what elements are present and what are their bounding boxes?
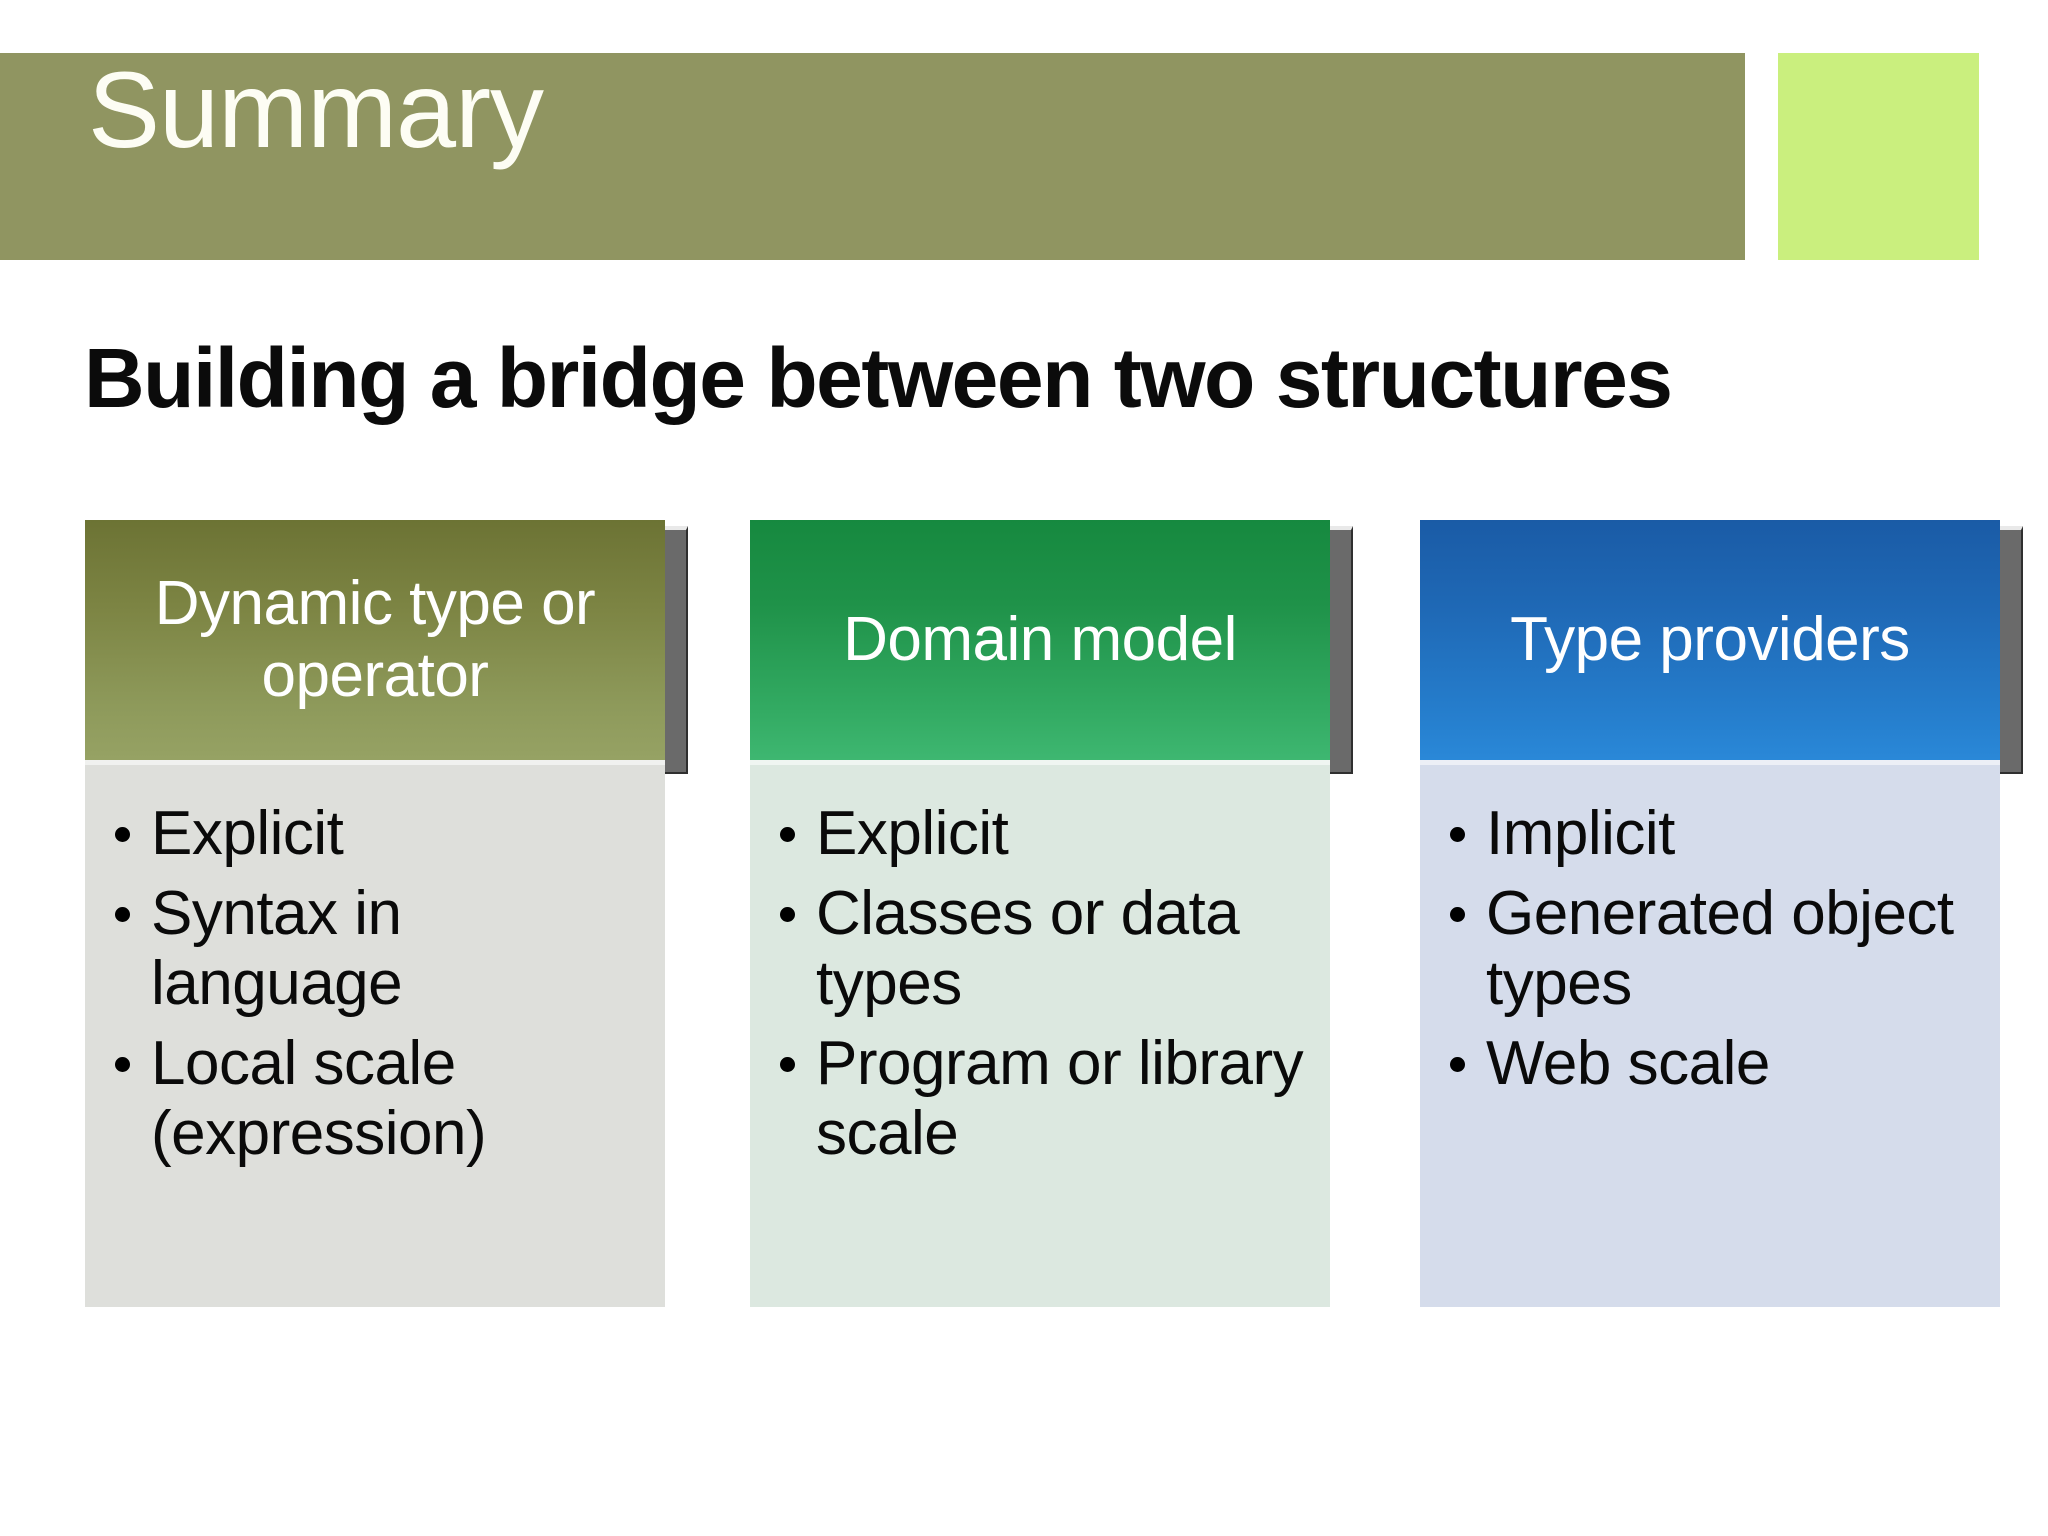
list-item-label: Program or library scale: [816, 1029, 1304, 1168]
page-title: Summary: [88, 49, 544, 170]
bullet-dot-icon: [115, 1057, 130, 1072]
bullet-dot-icon: [1450, 827, 1465, 842]
card-header: Dynamic type or operator: [85, 520, 665, 760]
card-header-label: Dynamic type or operator: [154, 569, 596, 710]
list-item-label: Local scale (expression): [151, 1029, 487, 1168]
card-shadow-bar: [1327, 526, 1353, 774]
bullet-dot-icon: [780, 827, 795, 842]
card-dynamic-type-or-operator: Dynamic type or operator Explicit Syntax…: [85, 520, 688, 1307]
bullet-dot-icon: [115, 827, 130, 842]
bullet-dot-icon: [115, 907, 130, 922]
bullet-dot-icon: [1450, 907, 1465, 922]
card-body: Explicit Syntax in language Local scale …: [85, 760, 665, 1307]
list-item: Generated object types: [1434, 879, 1986, 1019]
list-item-label: Implicit: [1486, 799, 1675, 868]
list-item-label: Explicit: [151, 799, 344, 868]
accent-square-decoration: [1778, 53, 1979, 260]
card-body: Implicit Generated object types Web scal…: [1420, 760, 2000, 1307]
list-item-label: Explicit: [816, 799, 1009, 868]
card-type-providers: Type providers Implicit Generated object…: [1420, 520, 2023, 1307]
list-item-label: Syntax in language: [151, 879, 403, 1018]
bullet-dot-icon: [1450, 1057, 1465, 1072]
list-item: Web scale: [1434, 1029, 1986, 1099]
bullet-dot-icon: [780, 1057, 795, 1072]
card-bullet-list: Implicit Generated object types Web scal…: [1434, 799, 1986, 1099]
list-item-label: Generated object types: [1486, 879, 1954, 1018]
card-bullet-list: Explicit Syntax in language Local scale …: [99, 799, 651, 1169]
card-shadow-bar: [662, 526, 688, 774]
list-item: Classes or data types: [764, 879, 1316, 1019]
list-item: Explicit: [764, 799, 1316, 869]
card-shadow-bar: [1997, 526, 2023, 774]
list-item: Local scale (expression): [99, 1029, 651, 1169]
title-band: [0, 53, 1745, 260]
list-item: Explicit: [99, 799, 651, 869]
card-header-label: Domain model: [843, 605, 1237, 674]
slide-subtitle: Building a bridge between two structures: [84, 331, 1673, 425]
card-header: Type providers: [1420, 520, 2000, 760]
list-item-label: Web scale: [1486, 1029, 1770, 1098]
list-item: Implicit: [1434, 799, 1986, 869]
card-domain-model: Domain model Explicit Classes or data ty…: [750, 520, 1353, 1307]
list-item-label: Classes or data types: [816, 879, 1240, 1018]
bullet-dot-icon: [780, 907, 795, 922]
list-item: Program or library scale: [764, 1029, 1316, 1169]
card-bullet-list: Explicit Classes or data types Program o…: [764, 799, 1316, 1169]
card-header: Domain model: [750, 520, 1330, 760]
card-body: Explicit Classes or data types Program o…: [750, 760, 1330, 1307]
card-header-label: Type providers: [1510, 605, 1910, 674]
list-item: Syntax in language: [99, 879, 651, 1019]
